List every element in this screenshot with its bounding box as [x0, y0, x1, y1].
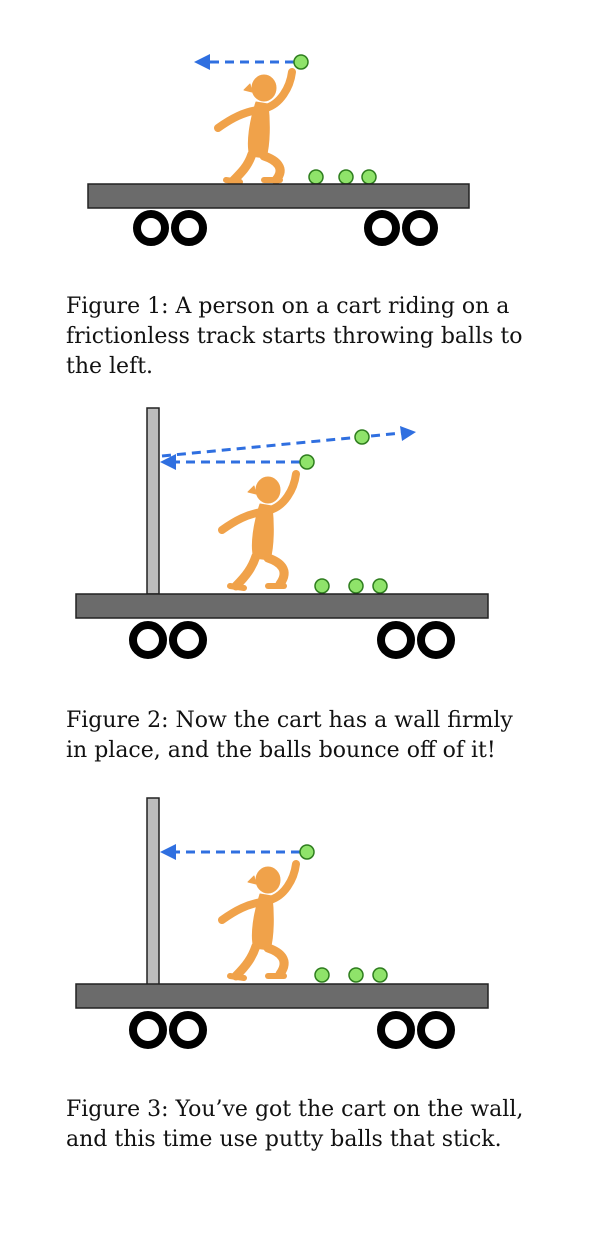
- throw-arrow: [194, 54, 294, 70]
- balls-on-cart: [308, 169, 377, 185]
- figure-2: [0, 400, 604, 670]
- figure-1-caption: Figure 1: A person on a cart riding on a…: [66, 294, 523, 379]
- bounce-arrow: [161, 426, 416, 458]
- figure-1-diagram: [87, 54, 470, 246]
- figure-2-diagram: [75, 407, 489, 659]
- person-figure: [214, 68, 296, 187]
- cart-wheels: [129, 621, 455, 659]
- balls-on-cart: [314, 578, 388, 594]
- cart-wheels: [129, 1011, 455, 1049]
- person-figure: [218, 470, 300, 591]
- cart-platform: [75, 983, 489, 1009]
- wall: [146, 407, 160, 595]
- ball-in-hand: [299, 844, 315, 860]
- balls-on-cart: [314, 967, 388, 983]
- cart-wheels: [133, 210, 438, 246]
- cart-platform: [87, 183, 470, 209]
- ball-in-hand: [299, 454, 315, 470]
- figure-1: [0, 40, 604, 260]
- person-figure: [218, 860, 300, 981]
- figure-2-caption: Figure 2: Now the cart has a wall firmly…: [66, 708, 513, 763]
- figure-3-diagram: [75, 797, 489, 1049]
- throw-arrow: [160, 454, 300, 470]
- figure-3: [0, 790, 604, 1060]
- throw-arrow: [160, 844, 300, 860]
- cart-platform: [75, 593, 489, 619]
- figure-3-caption: Figure 3: You’ve got the cart on the wal…: [66, 1097, 524, 1152]
- wall: [146, 797, 160, 987]
- ball-in-hand: [293, 54, 309, 70]
- bouncing-ball: [354, 429, 370, 445]
